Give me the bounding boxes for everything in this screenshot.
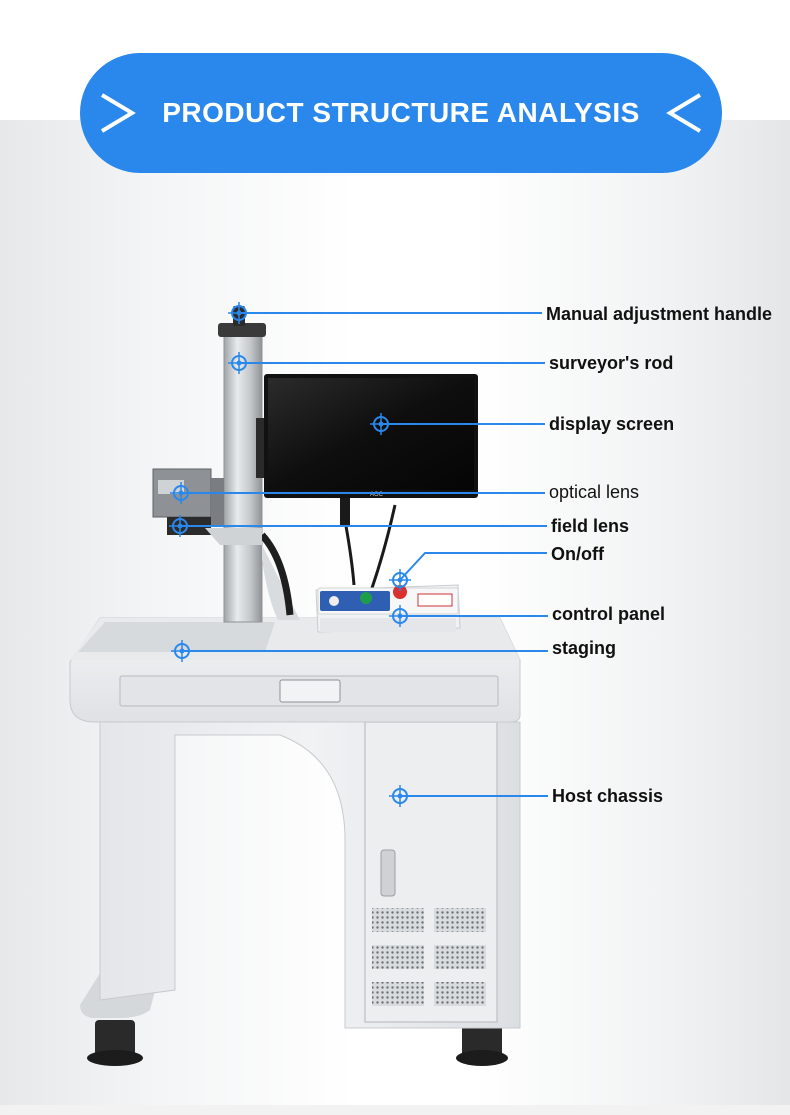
- laser-head: [152, 468, 262, 545]
- callout-label-control-panel: control panel: [552, 604, 666, 624]
- callout-label-manual-adjustment-handle: Manual adjustment handle: [546, 304, 773, 324]
- callout-label-surveyors-rod: surveyor's rod: [549, 353, 674, 373]
- monitor-brand: AOC: [370, 492, 384, 498]
- crosshair-target-icon: [228, 352, 250, 374]
- chevron-left-icon: [665, 93, 701, 133]
- callout-label-display-screen: display screen: [549, 414, 675, 434]
- crosshair-target-icon: [170, 482, 192, 504]
- crosshair-target-icon: [228, 302, 250, 324]
- crosshair-target-icon: [389, 569, 411, 591]
- crosshair-target-icon: [370, 413, 392, 435]
- chevron-right-icon: [101, 93, 137, 133]
- callout-label-staging: staging: [552, 638, 617, 658]
- crosshair-target-icon: [169, 515, 191, 537]
- callout-label-field-lens: field lens: [551, 516, 630, 536]
- callout-label-on-off: On/off: [551, 544, 604, 564]
- crosshair-target-icon: [389, 605, 411, 627]
- crosshair-target-icon: [389, 785, 411, 807]
- leader-line-on-off: [399, 552, 547, 581]
- lifting-column: [218, 306, 300, 623]
- cabinet-body: [99, 721, 521, 1029]
- crosshair-target-icon: [171, 640, 193, 662]
- section-banner: PRODUCT STRUCTURE ANALYSIS: [80, 53, 722, 173]
- banner-title: PRODUCT STRUCTURE ANALYSIS: [162, 97, 640, 128]
- callout-label-optical-lens: optical lens: [549, 482, 640, 502]
- floor-strip: [0, 1105, 790, 1115]
- monitor: AOC: [256, 374, 478, 589]
- control-box: [315, 584, 461, 633]
- callout-label-host-chassis: Host chassis: [552, 786, 664, 806]
